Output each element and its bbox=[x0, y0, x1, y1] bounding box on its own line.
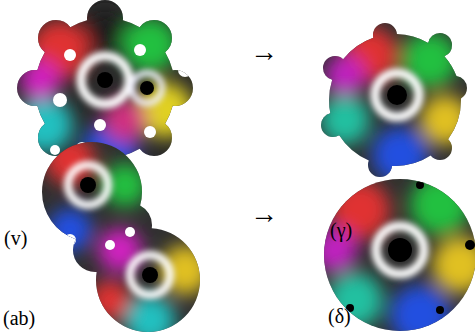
panel-label: (δ) bbox=[328, 306, 351, 326]
panel-label: (γ) bbox=[330, 220, 352, 240]
panel-label: (v) bbox=[4, 228, 27, 248]
transition-arrow: → bbox=[250, 200, 278, 228]
panel-label: (ab) bbox=[3, 308, 35, 328]
transition-arrow: → bbox=[250, 38, 278, 66]
